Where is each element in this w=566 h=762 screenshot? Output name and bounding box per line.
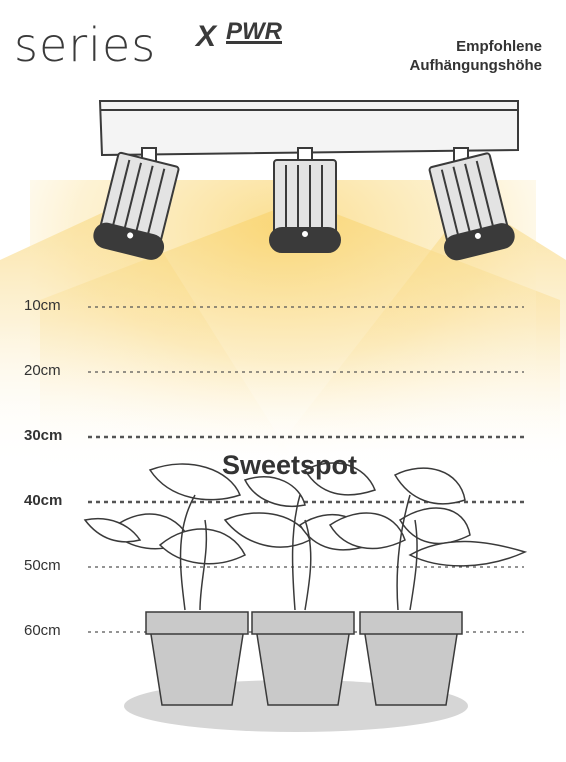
height-label: 10cm [24,297,61,314]
brand-x: X [196,20,217,53]
grow-light-fixture-icon [93,100,519,261]
heading-line-1: Empfohlene [456,38,542,55]
page-heading: Empfohlene Aufhängungshöhe [410,37,542,75]
brand-series: series [14,18,157,72]
brand-pwr: PWR [226,18,282,45]
heading-line-2: Aufhängungshöhe [409,57,542,74]
plant-pot-icon [83,462,528,732]
height-label: 30cm [24,427,63,444]
height-label: 50cm [24,557,61,574]
height-label: 40cm [24,492,63,509]
height-label: 60cm [24,622,61,639]
brand-logo: series X PWR [14,18,282,72]
sweetspot-label: Sweetspot [222,450,358,480]
height-label: 20cm [24,362,61,379]
